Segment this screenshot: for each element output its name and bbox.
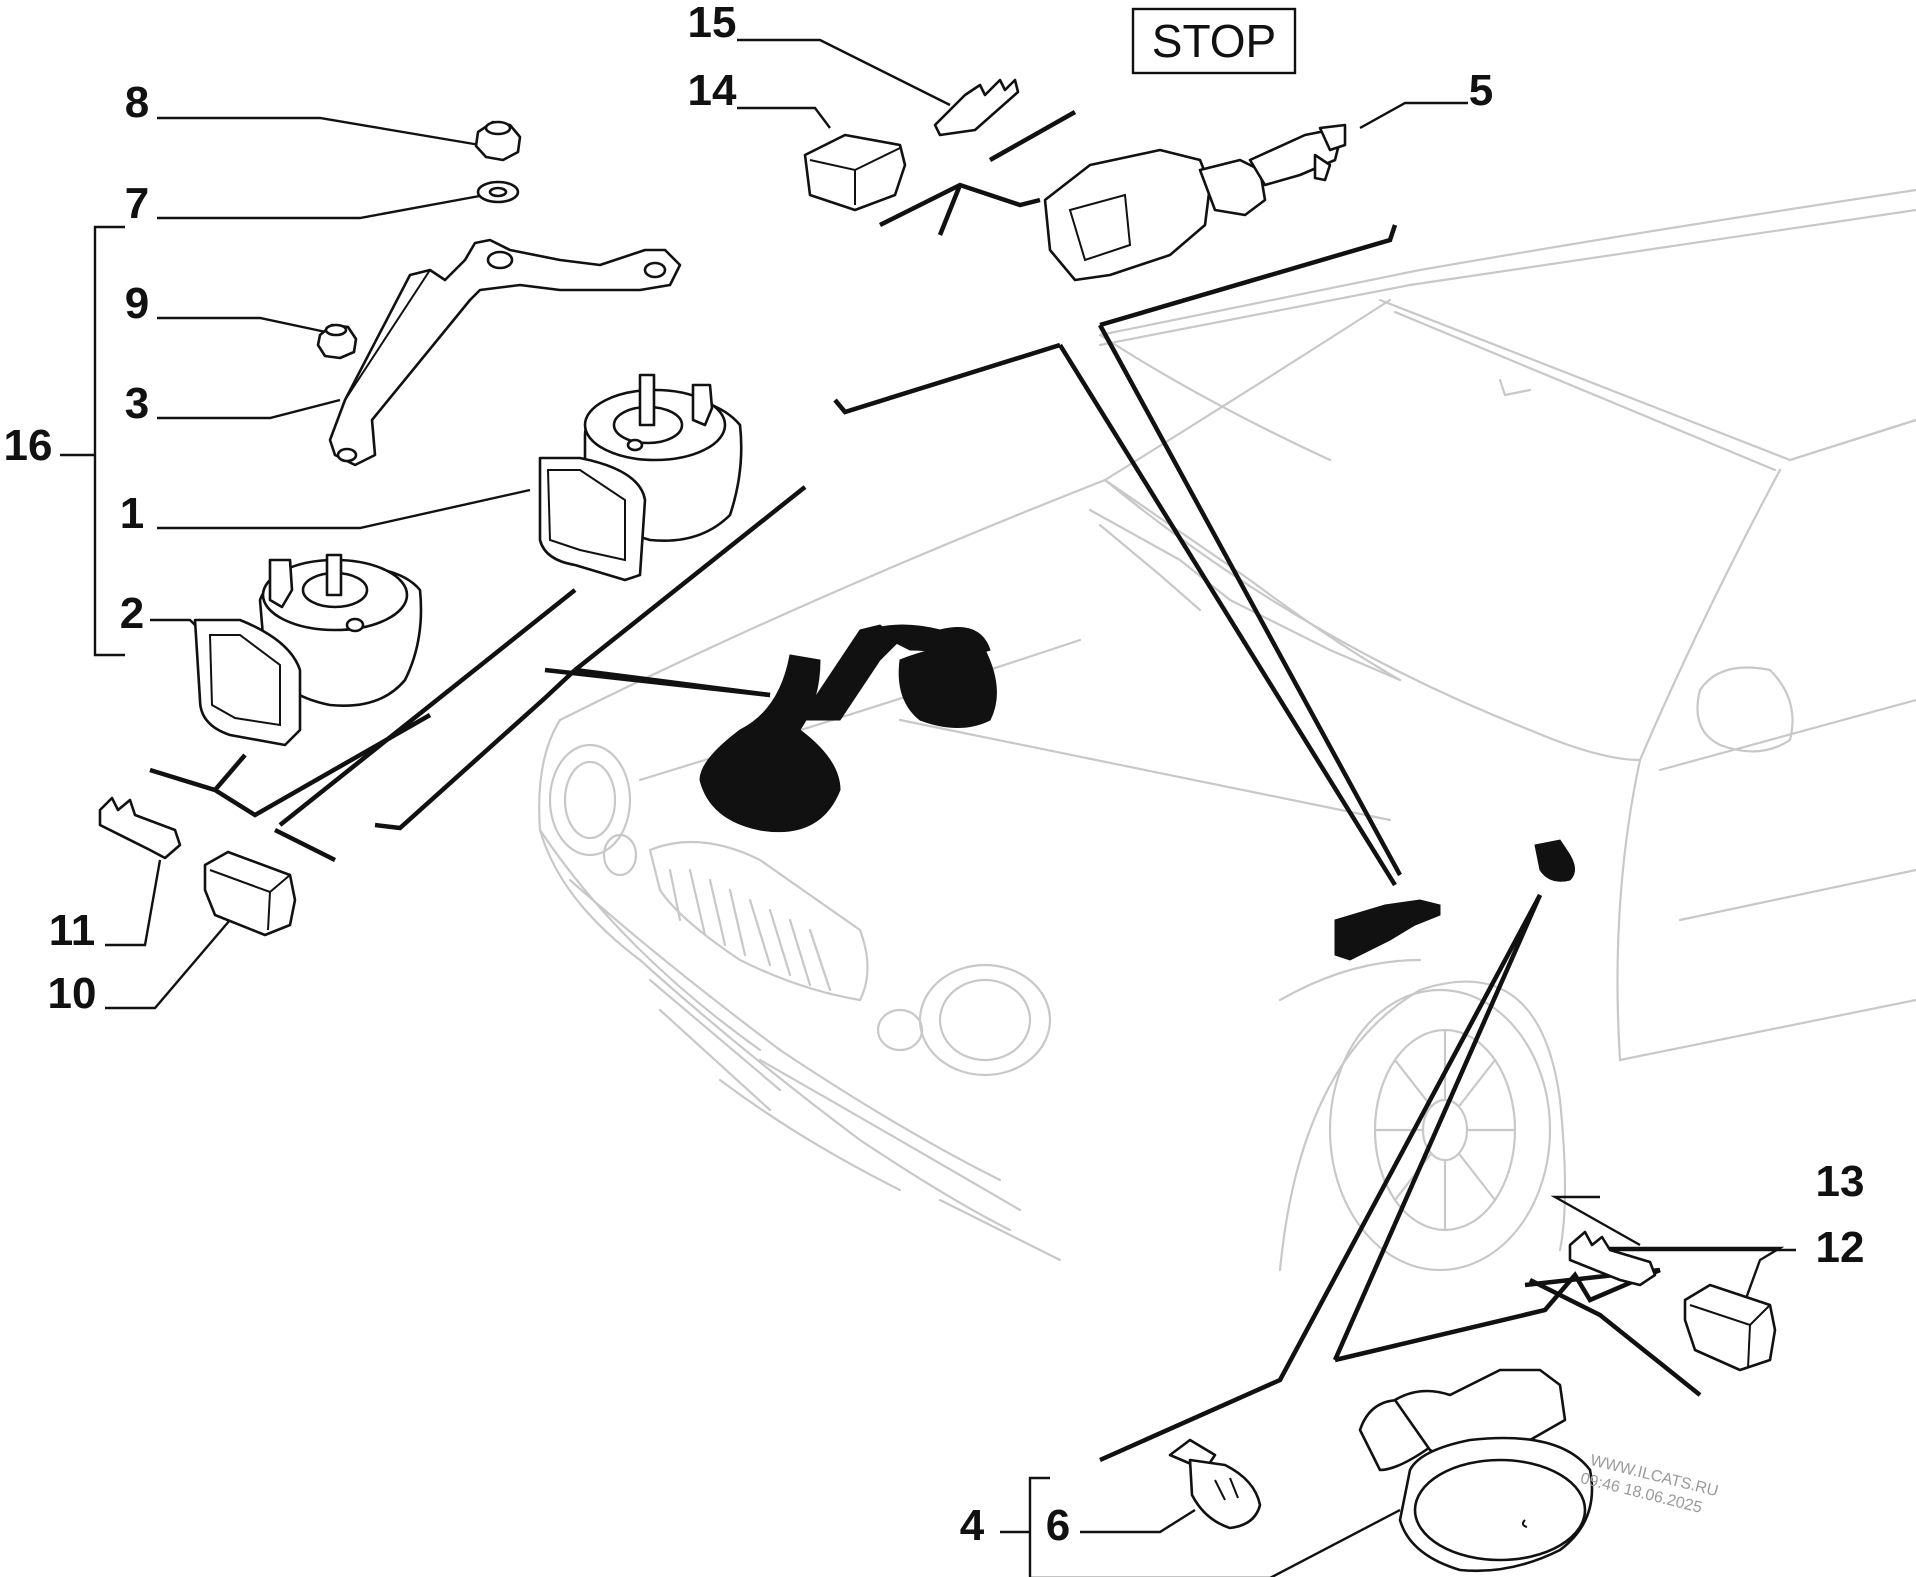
callout-9: 9 [125, 279, 149, 328]
horn-part-2 [193, 553, 423, 747]
installed-stop-switch [1334, 899, 1441, 961]
callout-5: 5 [1469, 66, 1493, 115]
stop-label-text: STOP [1152, 15, 1276, 67]
callout-14: 14 [688, 66, 737, 115]
callout-3: 3 [125, 379, 149, 428]
callout-7: 7 [125, 179, 149, 228]
callout-2: 2 [120, 589, 144, 638]
connector-part-10 [203, 850, 297, 937]
terminal-part-13 [1568, 1230, 1657, 1287]
callout-13: 13 [1816, 1157, 1865, 1206]
stop-switch-part-5 [1043, 123, 1347, 282]
bulb-part-6 [1168, 1438, 1262, 1530]
guide-lines [149, 110, 1702, 1463]
terminal-part-15 [933, 78, 1020, 137]
installed-side-light [1534, 839, 1575, 882]
nut-part-8 [474, 120, 522, 162]
car-outline [538, 188, 1916, 1272]
callout-11: 11 [49, 906, 96, 955]
callout-1: 1 [120, 489, 144, 538]
leader-lines [60, 38, 1796, 1577]
side-light-part-4 [1358, 1368, 1594, 1573]
connector-part-14 [803, 133, 907, 212]
callout-16: 16 [4, 421, 53, 470]
callout-8: 8 [125, 78, 149, 127]
terminal-part-11 [98, 796, 182, 860]
callout-12: 12 [1816, 1223, 1865, 1272]
callout-6: 6 [1046, 1501, 1070, 1550]
callout-10: 10 [48, 969, 97, 1018]
callout-15: 15 [688, 0, 737, 47]
connector-part-12 [1683, 1283, 1777, 1372]
stop-label-box: STOP [1131, 7, 1297, 75]
bracket-part-3 [328, 238, 682, 467]
nut-part-9 [316, 323, 358, 360]
callout-labels: 8 7 9 3 16 1 2 11 10 15 14 5 13 12 4 6 [4, 0, 1865, 1550]
washer-part-7 [476, 180, 520, 204]
watermark: WWW.ILCATS.RU 09:46 18.06.2025 [1579, 1452, 1720, 1517]
horn-part-1 [538, 373, 743, 582]
callout-4: 4 [960, 1501, 985, 1550]
installed-horns [699, 624, 997, 833]
